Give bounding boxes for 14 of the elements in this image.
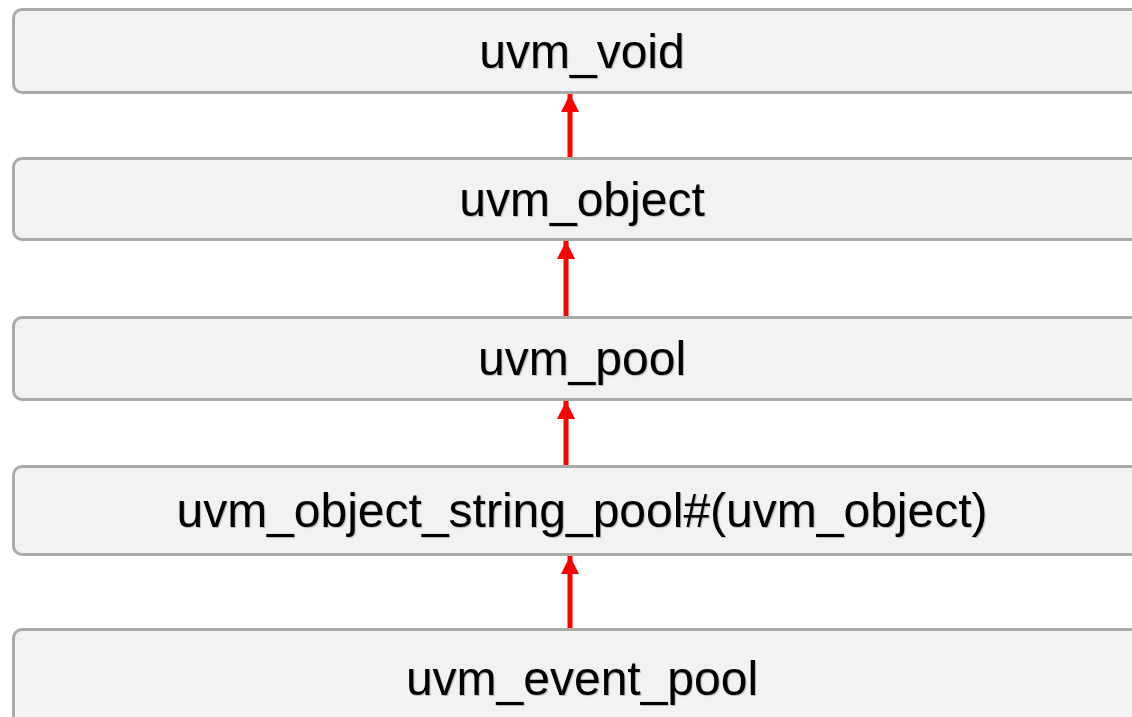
class-box — [12, 316, 1132, 401]
class-box — [12, 8, 1132, 94]
class-box — [12, 157, 1132, 241]
inheritance-arrow — [561, 556, 579, 628]
class-name: uvm_object_string_pool#(uvm_object) — [176, 483, 988, 538]
inheritance-arrow — [561, 94, 579, 157]
inheritance-arrow — [557, 241, 575, 316]
class-name: uvm_event_pool — [405, 650, 759, 706]
inheritance-arrow — [557, 401, 575, 465]
class-box — [12, 628, 1132, 717]
class-box — [12, 465, 1132, 556]
class-name: uvm_object — [459, 171, 705, 227]
class-name: uvm_void — [479, 23, 685, 79]
class-name: uvm_pool — [477, 331, 687, 386]
